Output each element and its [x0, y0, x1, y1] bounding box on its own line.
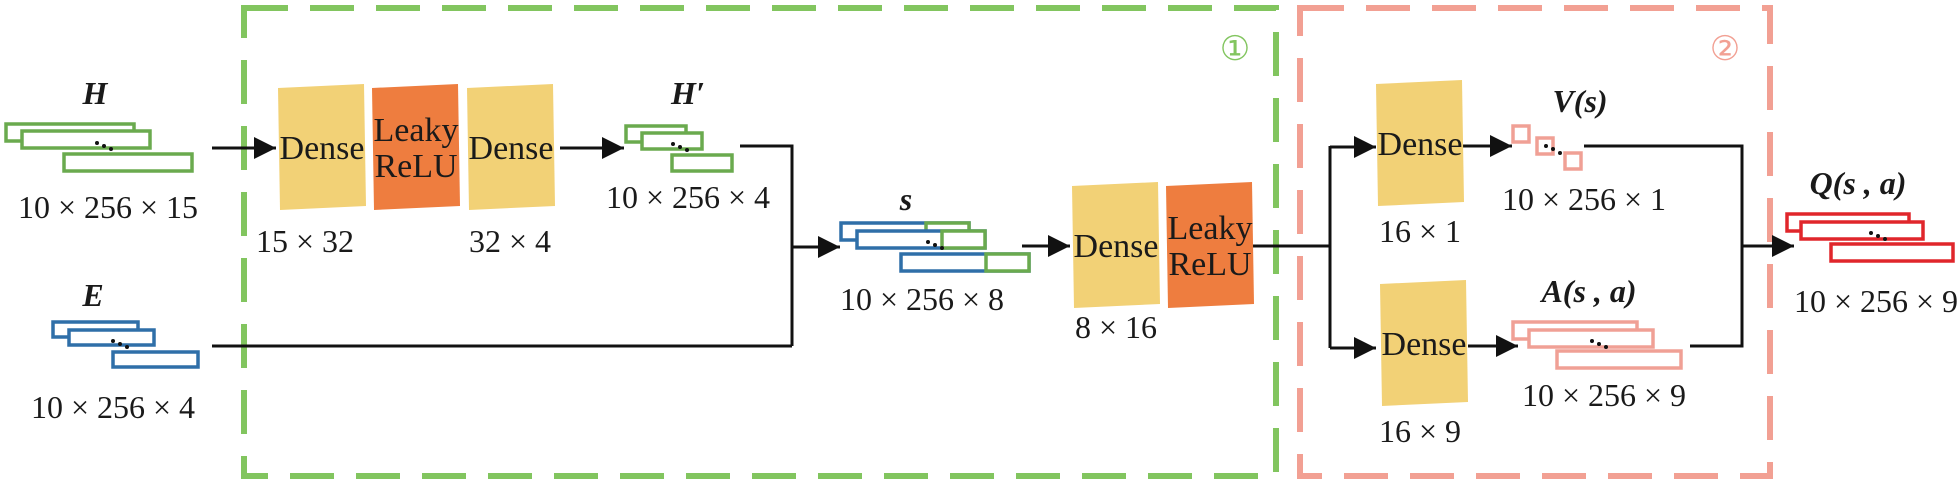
tensor-H-stack-ellipsis-dot	[95, 141, 99, 145]
tensor-A-name: A(s , a)	[1539, 273, 1636, 309]
tensor-V-slice-1	[1511, 124, 1531, 144]
tensor-Q-stack-slice-3	[1829, 242, 1955, 263]
wire-V-to-combine	[1584, 144, 1744, 348]
tensor-A-stack-ellipsis-dot	[1597, 342, 1601, 346]
leaky-relu-layer-2-label-line1: Leaky	[1168, 210, 1253, 247]
tensor-H-stack-ellipsis-dot	[109, 147, 113, 151]
tensor-Hprime-stack-slice-3	[670, 153, 734, 173]
denseA-dim: 16 × 9	[1379, 413, 1461, 449]
wire-hprime-to-merge	[740, 144, 794, 346]
leaky-relu-layer-1-label-line2: ReLU	[374, 148, 457, 185]
module-2-label: ②	[1710, 31, 1740, 68]
tensor-s-shape: 10 × 256 × 8	[840, 281, 1004, 317]
dense-layer-2: Dense	[467, 84, 555, 210]
tensor-E-stack-slice-3	[111, 350, 200, 369]
tensor-A-stack	[1511, 320, 1683, 370]
tensor-H-shape: 10 × 256 × 15	[18, 189, 198, 225]
dense-layer-A-shape	[1380, 280, 1468, 406]
connections	[212, 135, 1794, 359]
tensor-E-stack-ellipsis-dot	[125, 345, 129, 349]
dense-layer-V-shape	[1376, 80, 1464, 206]
tensor-s-stack-ellipsis-dot	[933, 243, 937, 247]
tensor-Hprime-name: H′	[670, 75, 705, 111]
tensor-A-stack-slice-2	[1527, 328, 1655, 349]
tensor-Q-shape: 10 × 256 × 9	[1794, 283, 1958, 319]
tensor-s-stack-ellipsis-dot	[926, 240, 930, 244]
tensor-A-stack-slice-3	[1555, 349, 1683, 370]
module-2-box	[1297, 5, 1773, 479]
tensor-s-stack-slice-3-part2	[984, 252, 1031, 273]
denseV-dim: 16 × 1	[1379, 213, 1461, 249]
module-1-label: ①	[1220, 31, 1250, 68]
dense-layer-V: Dense	[1376, 80, 1464, 206]
tensor-V-ellipsis-dot	[1558, 151, 1562, 155]
tensor-s-name: s	[899, 181, 912, 217]
tensor-s-stack	[839, 221, 1031, 273]
tensor-H-stack-ellipsis-dot	[102, 144, 106, 148]
tensor-A-shape: 10 × 256 × 9	[1522, 377, 1686, 413]
tensor-Hprime-stack-ellipsis-dot	[678, 145, 682, 149]
tensor-V-shape: 10 × 256 × 1	[1502, 181, 1666, 217]
dense-layer-A-label: Dense	[1382, 326, 1467, 363]
dense-layer-3: Dense	[1072, 182, 1160, 308]
tensor-A-stack-ellipsis-dot	[1590, 339, 1594, 343]
tensor-E-stack	[51, 320, 200, 369]
tensor-Hprime-stack	[624, 124, 734, 173]
tensor-Hprime-stack-ellipsis-dot	[685, 148, 689, 152]
tensor-Q-stack	[1785, 212, 1955, 263]
tensor-V-ellipsis-dot	[1551, 147, 1555, 151]
dense-layer-A: Dense	[1380, 280, 1468, 406]
tensor-H-stack	[4, 122, 194, 173]
dense-layer-V-label: Dense	[1378, 126, 1463, 163]
tensor-Hprime-shape: 10 × 256 × 4	[606, 179, 770, 215]
tensor-Q-stack-ellipsis-dot	[1869, 231, 1873, 235]
tensor-H-name: H	[82, 75, 109, 111]
dense-layer-3-label: Dense	[1074, 228, 1159, 265]
tensor-V-ellipsis-dot	[1544, 144, 1548, 148]
dense-layer-2-label: Dense	[469, 130, 554, 167]
dense3-dim: 8 × 16	[1075, 309, 1157, 345]
dense-layer-3-shape	[1072, 182, 1160, 308]
dense1-dim: 15 × 32	[256, 223, 354, 259]
tensor-E-name: E	[81, 277, 103, 313]
tensor-E-stack-ellipsis-dot	[118, 342, 122, 346]
tensor-H-stack-slice-2	[20, 129, 152, 150]
tensor-A-stack-ellipsis-dot	[1604, 345, 1608, 349]
dense-layer-1: Dense	[278, 84, 366, 210]
tensor-V-stack	[1511, 124, 1583, 171]
tensor-Q-stack-ellipsis-dot	[1876, 234, 1880, 238]
tensor-H-stack-slice-3	[62, 152, 194, 173]
tensor-Q-stack-ellipsis-dot	[1883, 237, 1887, 241]
tensor-E-stack-ellipsis-dot	[111, 339, 115, 343]
tensor-Q-stack-slice-2	[1799, 220, 1925, 241]
dense-layer-1-shape	[278, 84, 366, 210]
tensor-s-stack-ellipsis-dot	[940, 246, 944, 250]
tensor-E-stack-slice-2	[67, 328, 156, 347]
tensor-V-slice-3	[1563, 151, 1583, 171]
dense-layer-2-shape	[467, 84, 555, 210]
module-1-box	[241, 5, 1279, 479]
leaky-relu-layer-2-shape	[1166, 182, 1254, 308]
tensor-V-name: V(s)	[1552, 83, 1607, 119]
leaky-relu-layer-2-label-line2: ReLU	[1168, 246, 1251, 283]
dense2-dim: 32 × 4	[469, 223, 551, 259]
dense-layer-1-label: Dense	[280, 130, 365, 167]
tensor-Hprime-stack-ellipsis-dot	[671, 142, 675, 146]
tensor-s-stack-slice-2-part2	[940, 229, 987, 250]
leaky-relu-layer-1-shape	[372, 84, 460, 210]
leaky-relu-layer-1-label-line1: Leaky	[374, 112, 459, 149]
tensor-Q-name: Q(s , a)	[1810, 165, 1907, 201]
tensor-E-shape: 10 × 256 × 4	[31, 389, 195, 425]
tensor-Hprime-stack-slice-2	[640, 131, 704, 151]
